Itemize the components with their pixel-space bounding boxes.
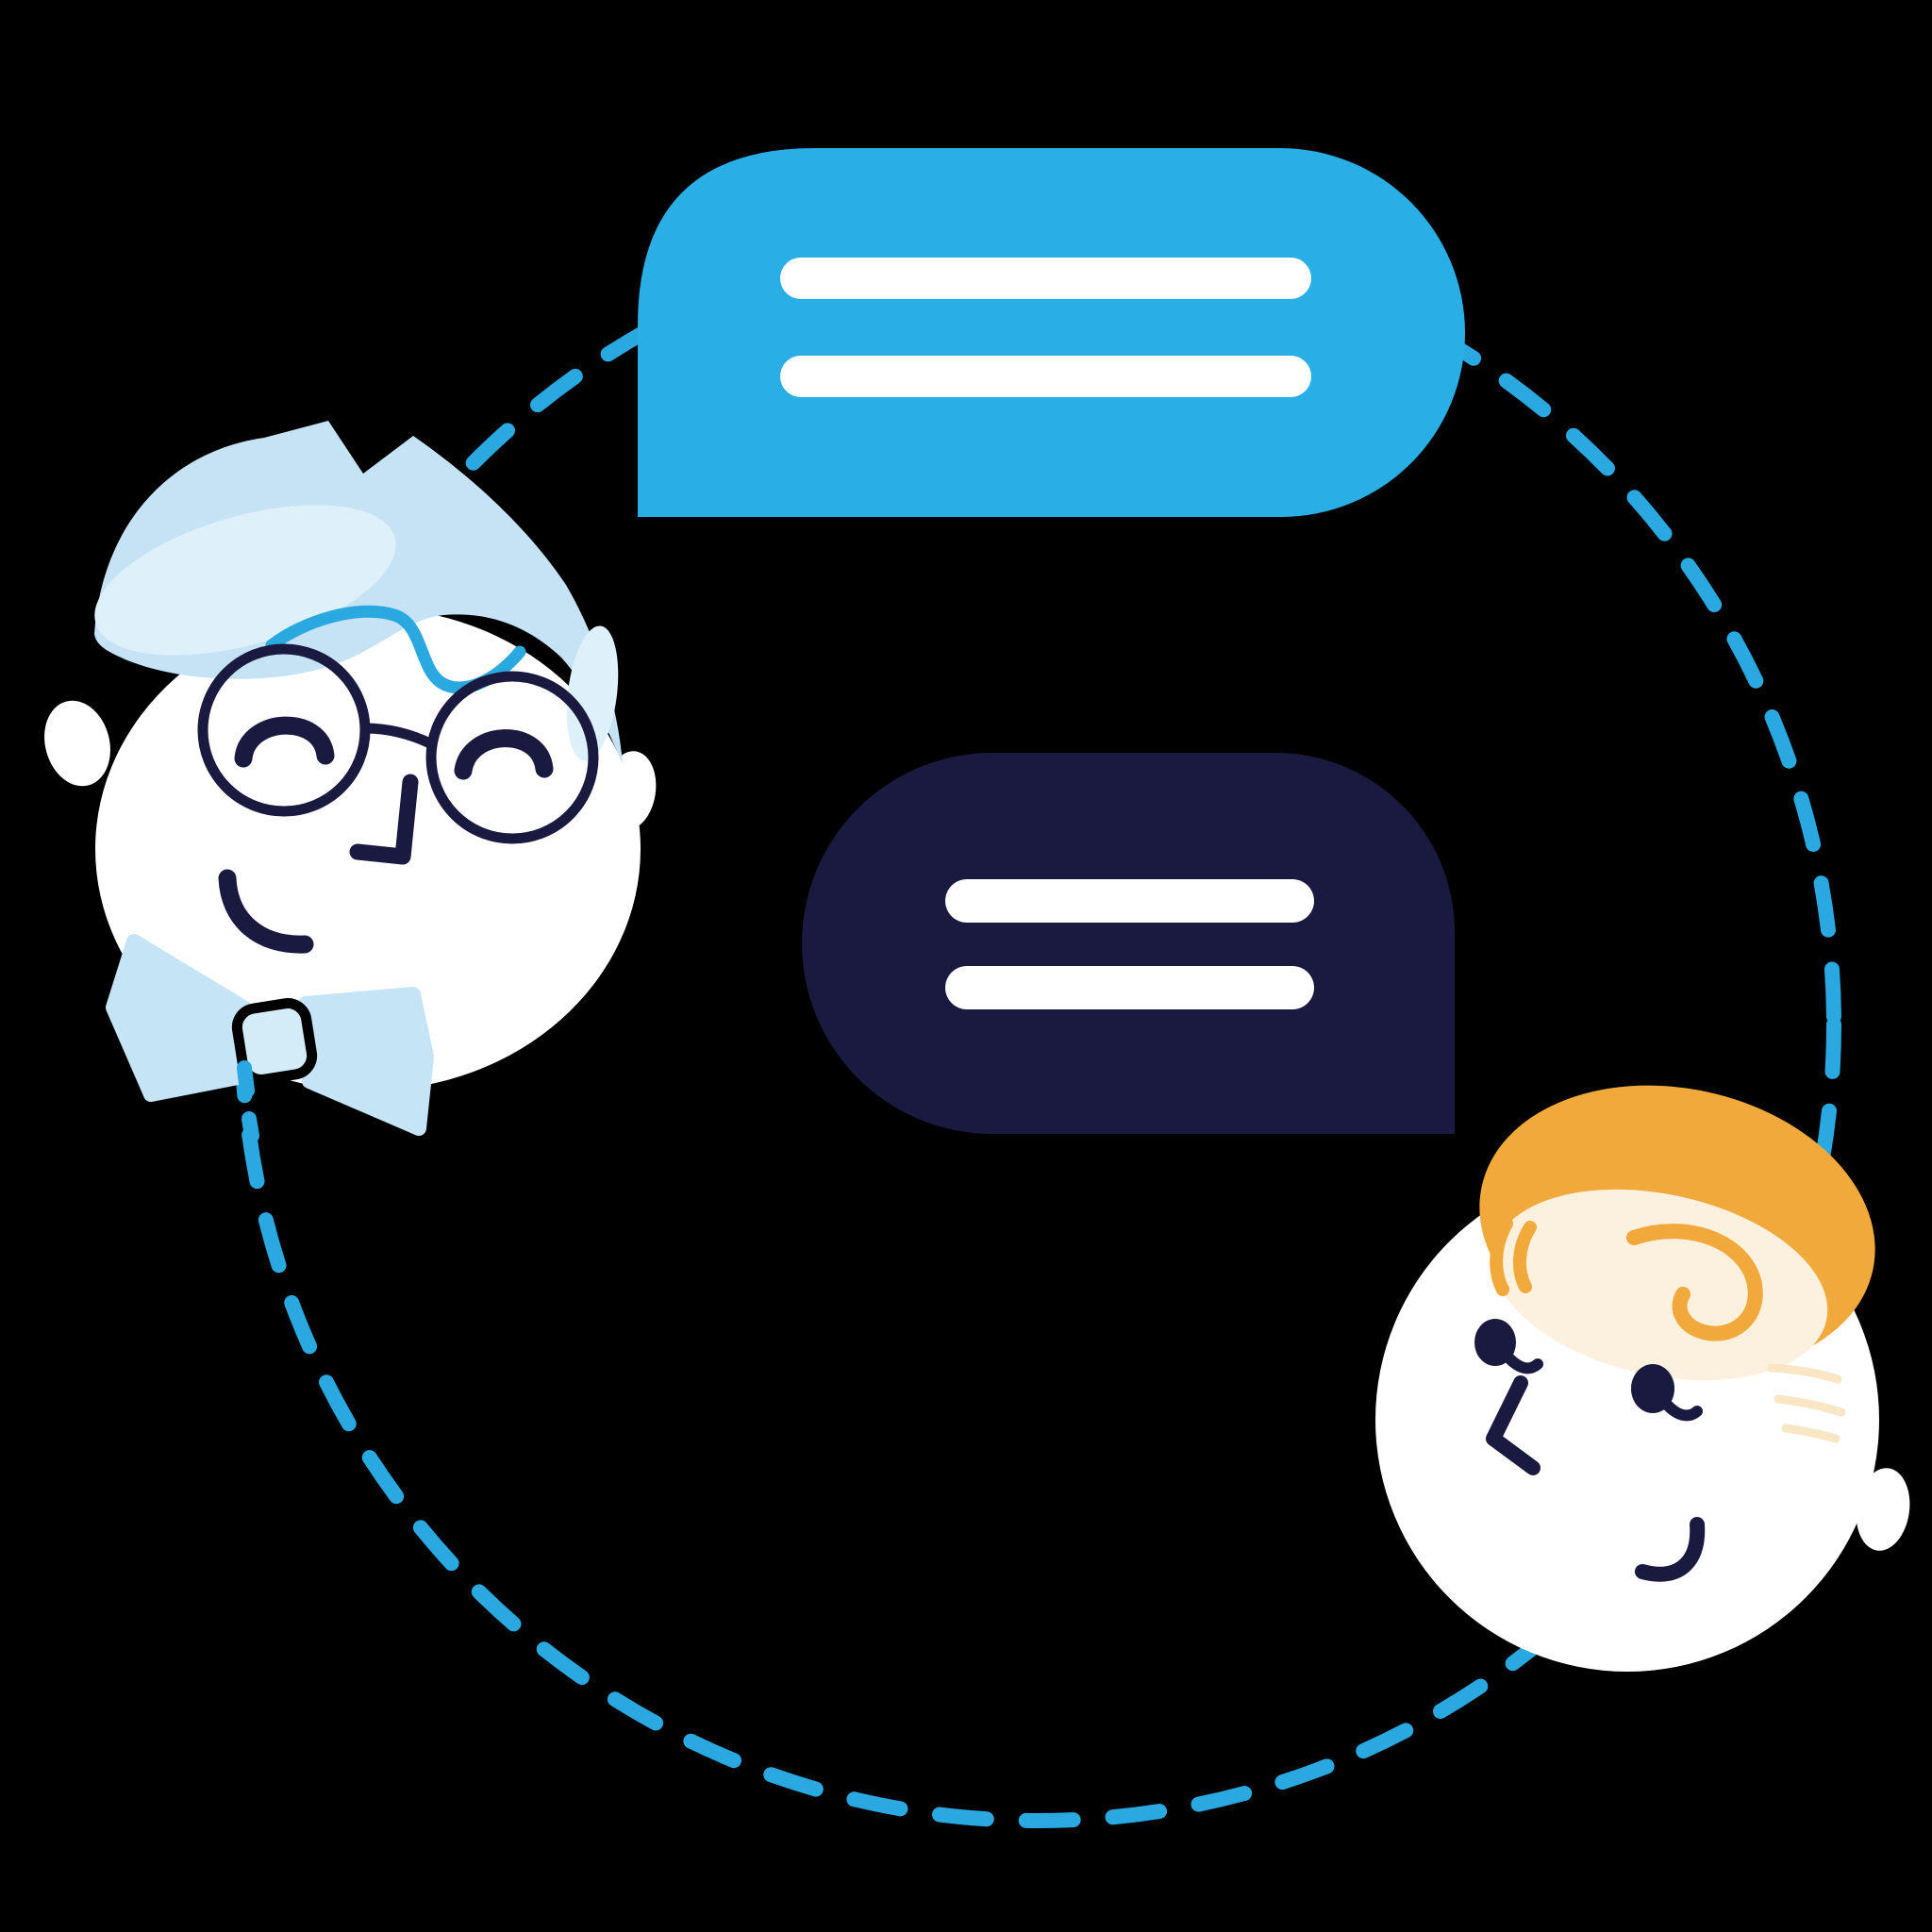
- hair-inner-cream: [1492, 1189, 1828, 1381]
- chat-bubble-top: [638, 148, 1465, 517]
- chat-bubble-middle: [802, 753, 1455, 1134]
- right-eye: [454, 729, 554, 780]
- nose-right: [1486, 1375, 1541, 1475]
- eye-blob: [1474, 1319, 1516, 1366]
- right-char-ear: [1856, 1468, 1910, 1551]
- hair-highlight: [566, 625, 619, 761]
- mouth-right: [1635, 1517, 1706, 1582]
- character-left: [44, 421, 657, 1143]
- chat-bubble-middle-body: [802, 753, 1455, 1134]
- eye-left-comma: [1474, 1319, 1543, 1374]
- bow-knot: [231, 998, 318, 1085]
- glasses: [197, 643, 599, 844]
- forelock-curl: [1490, 1217, 1513, 1296]
- bubble-text-line: [945, 879, 1314, 923]
- nose: [349, 774, 419, 865]
- character-right: [1375, 1085, 1910, 1672]
- glasses-bridge: [364, 723, 435, 749]
- right-lens: [425, 671, 599, 844]
- hair-wrinkle-line: [1767, 1363, 1842, 1384]
- eye-tail: [1662, 1400, 1703, 1422]
- chat-bubble-top-body: [638, 148, 1465, 517]
- hair-wrinkle-line: [1781, 1424, 1840, 1443]
- hair-curl-spiral: [1626, 1224, 1763, 1341]
- eye-tail: [1504, 1353, 1543, 1374]
- left-eye: [234, 716, 335, 768]
- bubble-text-line: [780, 258, 1311, 299]
- connector-dash-overlay: [237, 1060, 255, 1098]
- connector-dash-overlay: [242, 1111, 259, 1143]
- bubble-text-line: [780, 356, 1311, 397]
- hair-wrinkle-line: [1774, 1394, 1846, 1417]
- mouth: [218, 869, 314, 954]
- left-ear: [44, 700, 110, 787]
- bubble-text-line: [945, 966, 1314, 1009]
- eye-blob: [1631, 1364, 1674, 1413]
- forelock-curl: [1513, 1221, 1537, 1293]
- eye-right-comma: [1631, 1364, 1703, 1422]
